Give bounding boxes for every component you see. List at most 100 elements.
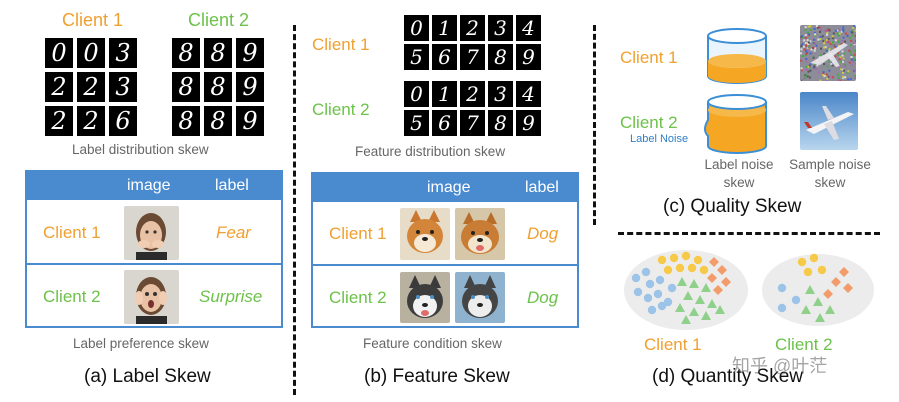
cluster-dot [647,305,657,315]
panel-b-title: (b) Feature Skew [364,366,510,387]
panel-a-caption-top: Label distribution skew [72,142,209,157]
cluster-dot [653,289,663,299]
fear-face-photo [124,206,179,260]
cluster-dot [645,279,655,289]
cluster-dot [687,263,697,273]
cluster-triangle [805,285,815,294]
panel-a-row-2: Client 2 Surprise [27,263,281,326]
panel-d-client2-title: Client 2 [775,335,833,354]
digit-tile: 0 [45,38,73,68]
digit-tile: 0 [404,15,429,41]
cluster-dot [777,283,787,293]
divider-right-upper [593,25,596,225]
panel-a-caption-bottom: Label preference skew [73,336,209,351]
cluster-dot [663,297,673,307]
digit-tile: 4 [516,15,541,41]
digit-tile: 5 [404,110,429,136]
cluster-dot [657,255,667,265]
cluster-dot [699,265,709,275]
digit-tile: 9 [236,72,264,102]
digit-tile: 2 [460,81,485,107]
cluster-dot [817,265,827,275]
cluster-triangle [701,311,711,320]
digit-tile: 9 [236,38,264,68]
cluster-triangle [825,305,835,314]
digit-tile: 8 [488,110,513,136]
digit-tile: 4 [516,81,541,107]
panel-b-row1-client: Client 1 [329,224,387,243]
panel-d-title: (d) Quantity Skew [652,366,803,387]
digit-tile: 0 [77,38,105,68]
panel-c-client1-title: Client 1 [620,48,678,67]
quantity-scatter-clusters [624,250,874,330]
panel-b-col-image: image [427,179,471,196]
panel-b-row1-label: Dog [527,224,559,243]
cluster-diamond [721,277,731,287]
digit-tile: 8 [204,106,232,136]
digit-tile: 7 [460,44,485,70]
digit-tile: 8 [172,106,200,136]
digit-tile: 2 [77,106,105,136]
cluster-diamond [831,277,841,287]
cluster-triangle [675,303,685,312]
cluster-dot [663,265,673,275]
digit-tile: 9 [236,106,264,136]
noisy-airplane-image [800,25,856,81]
panel-b-client2-title: Client 2 [312,100,370,119]
client2-cluster-marks [777,253,853,322]
digit-tile: 9 [516,110,541,136]
cluster-dot [657,301,667,311]
panel-a-table: image label Client 1 Fear Client 2 [25,170,283,328]
panel-a-title: (a) Label Skew [84,366,211,387]
panel-c-caption-left: Label noise skew [704,157,774,190]
watermark-text: 知乎 @叶茫 [732,356,828,376]
panel-a-col-image: image [127,177,171,194]
label-noise-tag: Label Noise [630,133,689,145]
panel-b-table: image label Client 1 [311,172,579,328]
panel-a-row2-client: Client 2 [43,287,101,306]
client2-label-container [704,94,767,154]
panel-b-row-2: Client 2 [313,264,577,326]
panel-b-caption-bottom: Feature condition skew [363,336,502,351]
panel-b-table-header: image label [313,174,577,202]
digit-tile: 3 [109,38,137,68]
cluster-dot [791,295,801,305]
cluster-triangle [813,297,823,306]
panel-d-client1-title: Client 1 [644,335,702,354]
cluster-dot [633,287,643,297]
cluster-dot [777,303,787,313]
cluster-diamond [843,283,853,293]
divider-horizontal [618,232,880,235]
panel-a-client2-title: Client 2 [188,10,250,30]
cluster-diamond [823,289,833,299]
cluster-triangle [683,291,693,300]
panel-b-row2-client: Client 2 [329,288,387,307]
panel-a-client1-title: Client 1 [62,10,124,30]
panel-a-row-1: Client 1 Fear [27,200,281,263]
digit-tile: 2 [45,106,73,136]
panel-a-col-label: label [215,177,249,194]
husky-dog-photo-2 [455,272,505,323]
digit-tile: 6 [109,106,137,136]
digit-tile: 3 [488,81,513,107]
cluster-triangle [715,305,725,314]
cluster-triangle [677,277,687,286]
panel-b-caption-top: Feature distribution skew [355,144,506,159]
surprise-face-photo [124,270,179,324]
cluster-dot [667,283,677,293]
cluster-dot [803,267,813,277]
digit-tile: 1 [432,81,457,107]
client1-cluster-marks [631,251,731,324]
cluster-triangle [707,299,717,308]
cluster-triangle [801,305,811,314]
panel-a-row2-label: Surprise [199,287,263,306]
digit-tile: 6 [432,110,457,136]
digit-tile: 3 [109,72,137,102]
digit-tile: 7 [460,110,485,136]
digit-tile: 8 [204,72,232,102]
panel-b-row2-label: Dog [527,288,559,307]
panel-a-row1-client: Client 1 [43,223,101,242]
panel-b-row-1: Client 1 [313,202,577,264]
